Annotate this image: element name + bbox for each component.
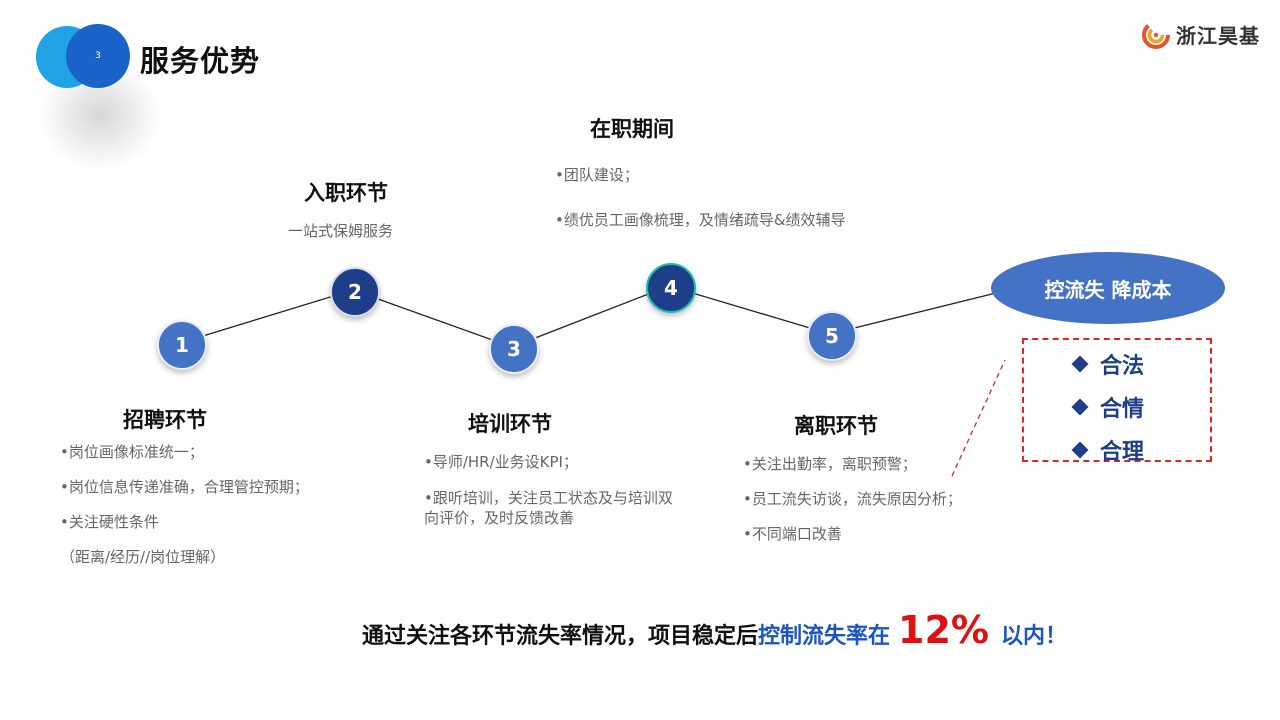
step-node-4: 4	[646, 263, 696, 313]
page-title: 服务优势	[140, 44, 261, 78]
principle-item: 合情	[1071, 391, 1144, 423]
logo-text: 浙江昊基	[1176, 24, 1260, 48]
conclusion-highlight: 控制流失率在	[758, 624, 891, 649]
step-node-3: 3	[489, 324, 539, 374]
conclusion-statement: 通过关注各环节流失率情况，项目稳定后控制流失率在 12% 以内！	[362, 608, 1067, 652]
stage-title-onboard: 入职环节	[304, 181, 388, 205]
conclusion-end: 以内！	[1001, 624, 1068, 649]
principles-box: 合法 合情 合理	[1022, 338, 1212, 465]
train-bullet: •导师/HR/业务设KPI；	[424, 453, 578, 471]
logo-swirl-icon	[1142, 20, 1170, 49]
train-bullet: •跟听培训，关注员工状态及与培训双	[424, 489, 673, 507]
stage-title-employ: 在职期间	[590, 117, 674, 141]
leave-bullet: •关注出勤率，离职预警；	[743, 455, 917, 473]
step-node-1: 1	[157, 320, 207, 370]
train-bullet: 向评价，及时反馈改善	[424, 509, 575, 527]
section-number-badge: 3	[66, 24, 130, 88]
leave-bullet: •员工流失访谈，流失原因分析；	[743, 490, 962, 508]
onboard-subtitle: 一站式保姆服务	[288, 222, 394, 240]
stage-title-leave: 离职环节	[794, 414, 878, 438]
recruit-bullet: （距离/经历//岗位理解）	[60, 548, 226, 566]
leave-bullet: •不同端口改善	[743, 525, 842, 543]
conclusion-part1: 通过关注各环节流失率情况，项目稳定后	[362, 624, 759, 649]
principle-item: 合理	[1071, 434, 1144, 466]
recruit-bullet: •岗位信息传递准确，合理管控预期；	[60, 478, 309, 496]
company-logo: 浙江昊基	[1142, 20, 1260, 49]
employ-bullet: •绩优员工画像梳理，及情绪疏导&绩效辅导	[555, 211, 846, 229]
stage-title-train: 培训环节	[468, 412, 552, 436]
recruit-bullet: •岗位画像标准统一；	[60, 443, 204, 461]
principle-item: 合法	[1071, 348, 1144, 380]
turnover-rate-value: 12%	[898, 608, 989, 652]
step-node-2: 2	[330, 267, 380, 317]
recruit-bullet: •关注硬性条件	[60, 513, 159, 531]
step-node-5: 5	[807, 311, 857, 361]
stage-title-recruit: 招聘环节	[123, 408, 207, 432]
employ-bullet: •团队建设；	[555, 166, 639, 184]
goal-ellipse: 控流失 降成本	[991, 252, 1225, 324]
